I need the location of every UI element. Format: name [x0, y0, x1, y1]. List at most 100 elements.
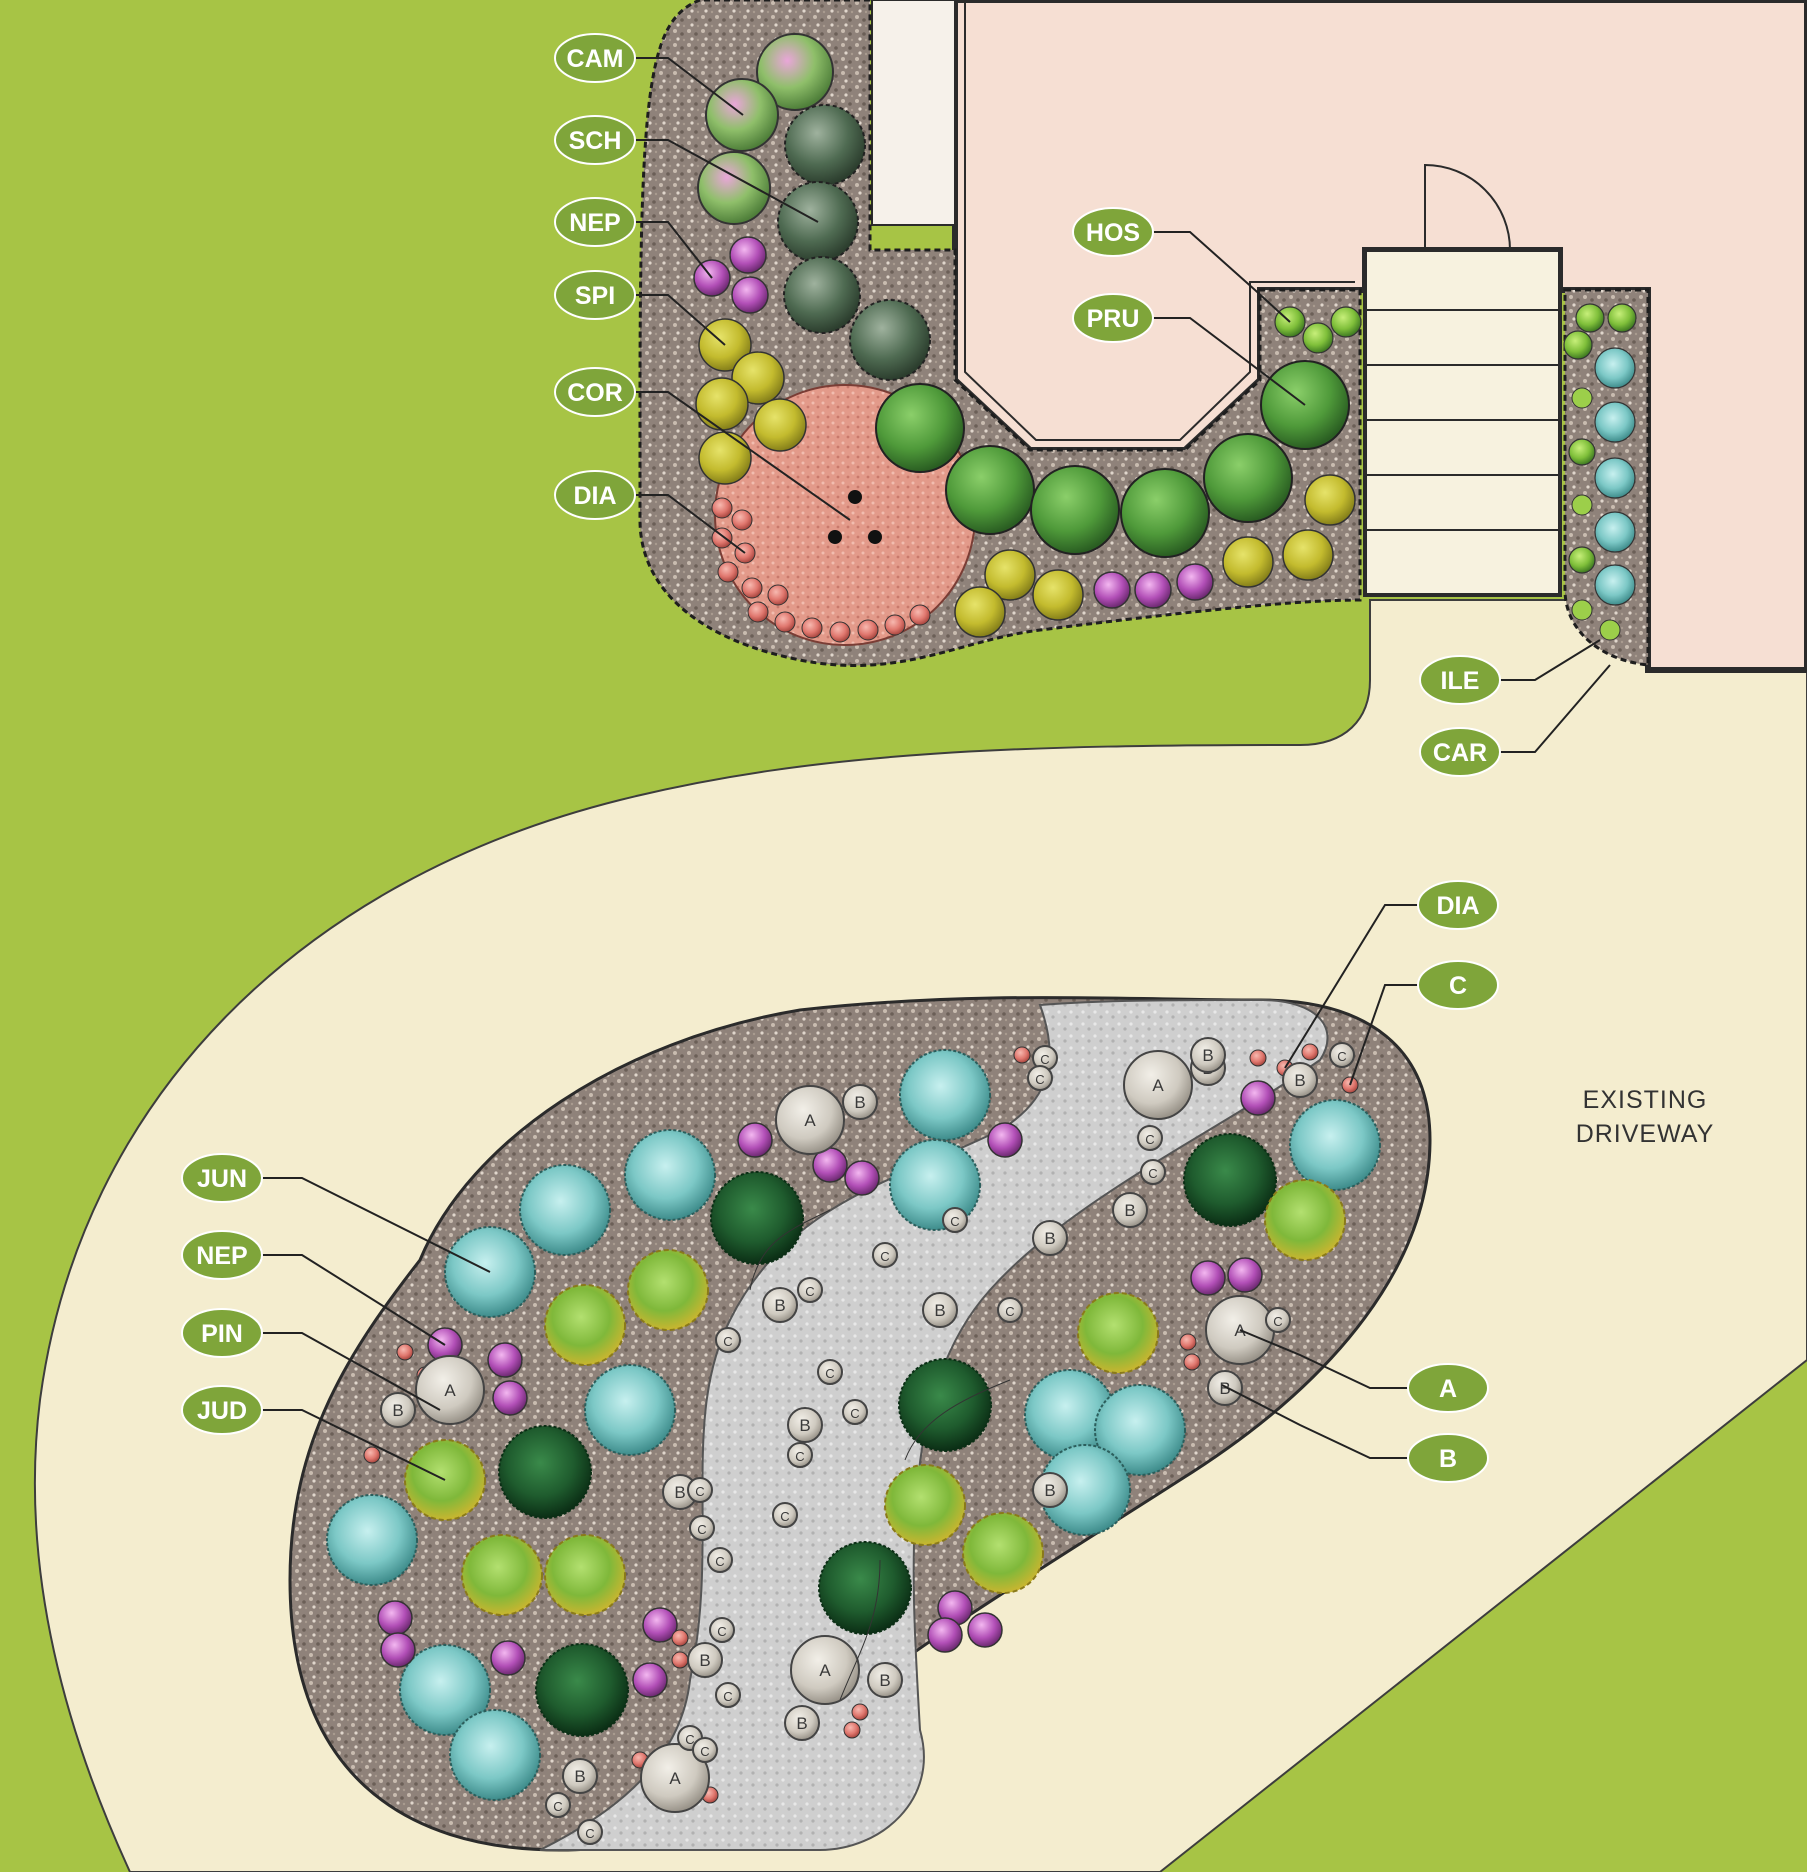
- boulder-small: C: [1140, 1159, 1166, 1185]
- entry-steps: [1363, 163, 1562, 597]
- boulder-marker-letter: C: [950, 1214, 959, 1229]
- boulder-small: C: [1137, 1125, 1163, 1151]
- boulder-marker-letter: C: [695, 1484, 704, 1499]
- boulder-small: C: [817, 1359, 843, 1385]
- label-tag-text: PRU: [1087, 305, 1140, 333]
- boulder-marker-letter: B: [1044, 1481, 1055, 1500]
- boulder-small: C: [692, 1737, 718, 1763]
- label-tag-text: C: [1449, 972, 1467, 1000]
- boulder-marker-letter: C: [553, 1799, 562, 1814]
- label-tag-text: NEP: [569, 209, 620, 237]
- dianthus-top-group: [711, 497, 931, 643]
- boulder-marker-letter: B: [854, 1093, 865, 1112]
- boulder-small: C: [1265, 1307, 1291, 1333]
- boulder-marker-letter: B: [1219, 1379, 1230, 1398]
- boulder-small: C: [872, 1242, 898, 1268]
- boulder-medium: B: [1207, 1370, 1243, 1406]
- label-tags: CAMSCHNEPSPICORDIAHOSPRUILECARJUNNEPPINJ…: [181, 33, 1501, 1483]
- boulder-marker-letter: A: [804, 1111, 816, 1130]
- boulder-small: C: [709, 1617, 735, 1643]
- stone-path: [539, 998, 1329, 1851]
- wall-strip: [871, 0, 956, 226]
- label-tag-top-bed-labels-2: NEP: [554, 197, 636, 247]
- label-tag-text: SCH: [569, 127, 622, 155]
- label-tag-right-labels-0: DIA: [1417, 880, 1499, 930]
- boulder-medium: B: [1282, 1062, 1318, 1098]
- label-tag-top-bed-labels-4: COR: [554, 367, 636, 417]
- label-tag-text: JUD: [197, 1397, 247, 1425]
- boulder-marker-letter: C: [1148, 1166, 1157, 1181]
- house-inner-line: [964, 0, 1355, 441]
- boulder-marker-letter: C: [585, 1826, 594, 1841]
- boulder-medium: B: [1032, 1220, 1068, 1256]
- boulder-marker-letter: C: [795, 1449, 804, 1464]
- boulder-marker-letter: A: [444, 1381, 456, 1400]
- juniper-group: [326, 1049, 1381, 1801]
- path-stepping-circles: [749, 1209, 1011, 1701]
- boulder-marker-letter: C: [1145, 1132, 1154, 1147]
- boulder-marker-letter: C: [715, 1554, 724, 1569]
- boulder-medium: B: [762, 1287, 798, 1323]
- spirea-lower-group: [954, 474, 1356, 638]
- boulder-marker-letter: C: [697, 1522, 706, 1537]
- label-tag-text: A: [1439, 1375, 1457, 1403]
- boulder-marker-letter: C: [685, 1732, 694, 1747]
- boulder-medium: B: [1190, 1037, 1226, 1073]
- boulder-marker-letter: B: [879, 1671, 890, 1690]
- boulder-marker-letter: B: [1044, 1229, 1055, 1248]
- boulder-marker-letter: C: [1035, 1072, 1044, 1087]
- boulder-small: C: [715, 1682, 741, 1708]
- boulder-marker-letter: C: [825, 1366, 834, 1381]
- pine-group: [498, 1133, 1277, 1737]
- label-tag-front-bed-labels-1: NEP: [181, 1230, 263, 1280]
- label-tag-text: HOS: [1086, 219, 1140, 247]
- label-tag-entry-labels-1: PRU: [1072, 293, 1154, 343]
- boulder-marker-letter: C: [805, 1284, 814, 1299]
- boulder-marker-letter: B: [934, 1301, 945, 1320]
- boulder-medium: B: [842, 1084, 878, 1120]
- hosta-group: [1274, 303, 1637, 574]
- driveway-label-line1: EXISTING: [1583, 1086, 1708, 1114]
- label-tag-top-bed-labels-3: SPI: [554, 270, 636, 320]
- boulder-marker-letter: B: [574, 1767, 585, 1786]
- boulder-medium: B: [687, 1642, 723, 1678]
- label-tag-front-bed-labels-3: JUD: [181, 1385, 263, 1435]
- boulder-medium: B: [784, 1705, 820, 1741]
- leader-lines: [262, 57, 1611, 1481]
- boulder-marker-letter: B: [796, 1714, 807, 1733]
- boulders-medium: BBBBBBBBBBBBBBBBB: [380, 1037, 1318, 1794]
- label-tag-right-labels-3: B: [1407, 1433, 1489, 1483]
- label-tag-right-labels-1: C: [1417, 960, 1499, 1010]
- boulder-large: A: [1123, 1050, 1193, 1120]
- boulder-medium: B: [380, 1392, 416, 1428]
- boulder-medium: B: [922, 1292, 958, 1328]
- boulder-medium: B: [1112, 1192, 1148, 1228]
- boulder-large: A: [415, 1355, 485, 1425]
- boulder-marker-letter: B: [699, 1651, 710, 1670]
- label-tag-text: NEP: [196, 1242, 247, 1270]
- boulder-marker-letter: A: [1152, 1076, 1164, 1095]
- boulder-marker-letter: A: [669, 1769, 681, 1788]
- boulder-marker-letter: C: [880, 1249, 889, 1264]
- spirea-group: [695, 318, 807, 485]
- boulder-marker-letter: C: [850, 1406, 859, 1421]
- boulder-marker-letter: B: [1202, 1046, 1213, 1065]
- driveway-label-line2: DRIVEWAY: [1576, 1120, 1715, 1148]
- boulder-marker-letter: B: [1124, 1201, 1135, 1220]
- boulder-large: A: [640, 1743, 710, 1813]
- label-tag-top-bed-labels-0: CAM: [554, 33, 636, 83]
- boulder-small: C: [687, 1477, 713, 1503]
- boulder-medium: B: [562, 1758, 598, 1794]
- boulder-medium: B: [1032, 1472, 1068, 1508]
- boulder-marker-letter: B: [774, 1296, 785, 1315]
- boulder-marker-letter: C: [717, 1624, 726, 1639]
- boulder-marker-letter: C: [1005, 1304, 1014, 1319]
- label-tag-text: B: [1439, 1445, 1457, 1473]
- boulder-small: C: [942, 1207, 968, 1233]
- carex-group: [1571, 387, 1621, 641]
- boulder-marker-letter: B: [392, 1401, 403, 1420]
- camellia-group: [697, 33, 834, 225]
- boulder-small: C: [1329, 1042, 1355, 1068]
